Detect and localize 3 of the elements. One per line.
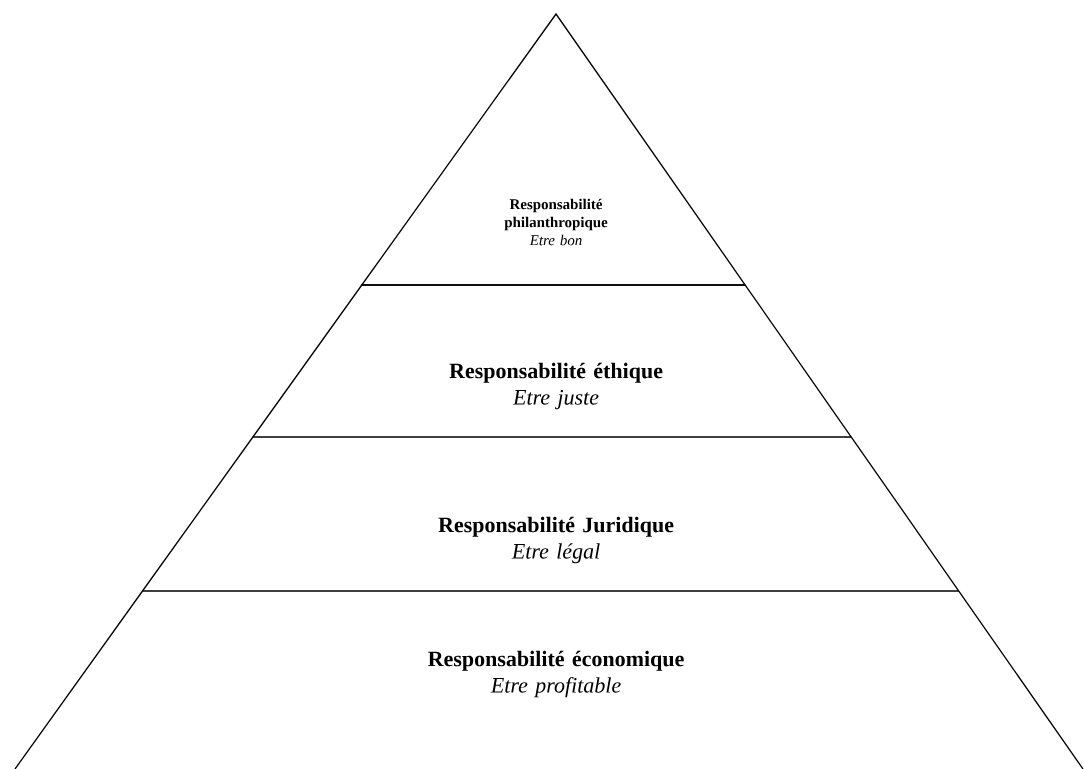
pyramid-level: Responsabilité Juridique Etre légal bbox=[141, 436, 960, 592]
pyramid-level: Responsabilité économique Etre profitable bbox=[14, 590, 1084, 769]
pyramid-level: Responsabilité éthique Etre juste bbox=[252, 284, 852, 438]
